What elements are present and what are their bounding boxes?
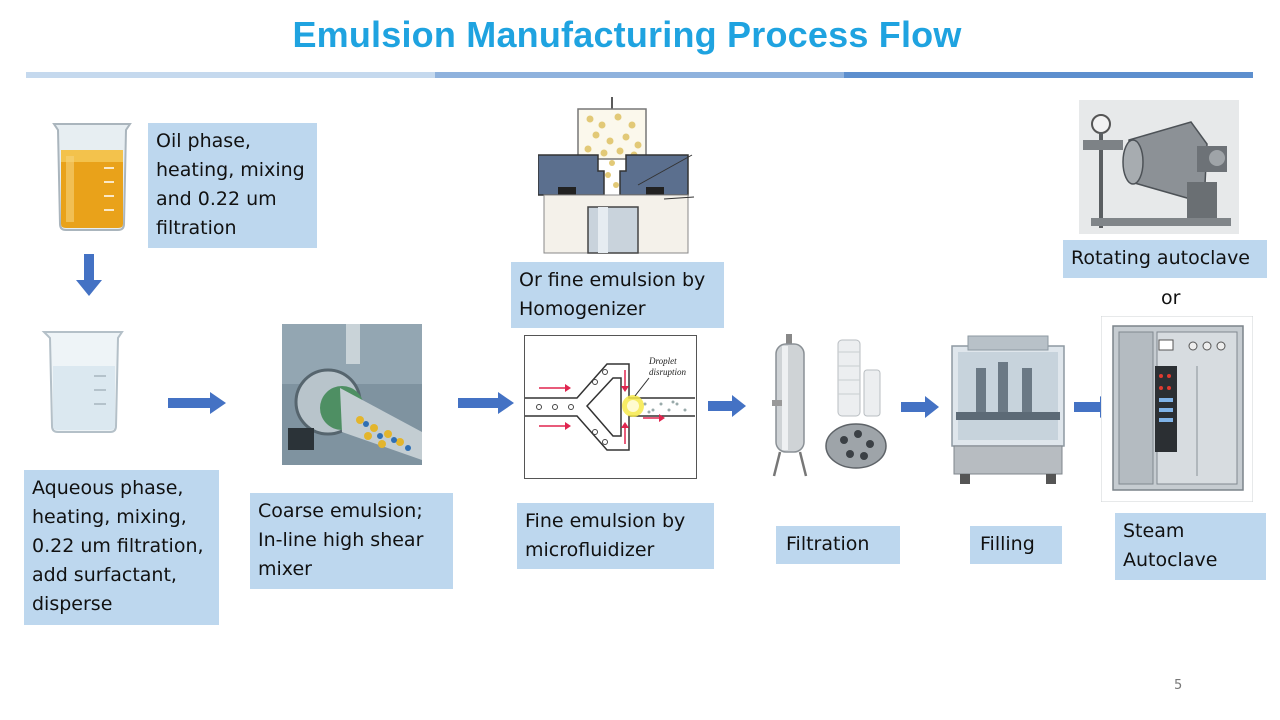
steam-autoclave-box: Steam Autoclave	[1115, 513, 1266, 580]
aqueous-phase-box: Aqueous phase, heating, mixing, 0.22 um …	[24, 470, 219, 625]
title-rule-left	[26, 72, 435, 78]
oil-line-1: Oil phase,	[156, 130, 251, 152]
title-rule-right	[844, 72, 1253, 78]
arrow-right-icon	[901, 396, 939, 418]
filter-housing-image	[772, 334, 887, 477]
filtration-label: Filtration	[786, 533, 870, 555]
rotating-autoclave-box: Rotating autoclave	[1063, 240, 1267, 278]
arrow-right-icon	[458, 392, 514, 414]
rotating-autoclave-label: Rotating autoclave	[1071, 247, 1250, 269]
coarse-emulsion-box: Coarse emulsion; In-line high shear mixe…	[250, 493, 453, 589]
arrow-down-icon	[76, 254, 102, 296]
or-label: or	[1161, 287, 1181, 309]
coarse-line-1: Coarse emulsion;	[258, 500, 423, 522]
homogenizer-line-1: Or fine emulsion by	[519, 269, 706, 291]
oil-phase-box: Oil phase, heating, mixing and 0.22 um f…	[148, 123, 317, 248]
filling-box: Filling	[970, 526, 1062, 564]
microfluidizer-image: Droplet disruption	[524, 335, 697, 479]
page-title: Emulsion Manufacturing Process Flow	[292, 14, 962, 55]
steam-autoclave-line-2: Autoclave	[1123, 549, 1218, 571]
aqueous-line-4: add surfactant,	[32, 564, 177, 586]
rotating-autoclave-image	[1079, 100, 1239, 234]
aqueous-beaker-image	[41, 331, 124, 433]
filling-label: Filling	[980, 533, 1035, 555]
homogenizer-box: Or fine emulsion by Homogenizer	[511, 262, 724, 328]
coarse-line-3: mixer	[258, 558, 312, 580]
oil-line-3: and 0.22 um	[156, 188, 277, 210]
homogenizer-line-2: Homogenizer	[519, 298, 646, 320]
arrow-right-icon	[708, 395, 746, 417]
filling-machine-image	[951, 335, 1065, 484]
page-number: 5	[1174, 678, 1183, 693]
coarse-line-2: In-line high shear	[258, 529, 424, 551]
aqueous-line-3: 0.22 um filtration,	[32, 535, 204, 557]
microfluidizer-label: Droplet disruption	[649, 356, 686, 378]
oil-line-2: heating, mixing	[156, 159, 305, 181]
aqueous-line-2: heating, mixing,	[32, 506, 187, 528]
oil-beaker-image	[52, 123, 132, 231]
steam-autoclave-image	[1101, 316, 1253, 502]
title-rule-middle	[435, 72, 844, 78]
microfluidizer-box: Fine emulsion by microfluidizer	[517, 503, 714, 569]
arrow-right-icon	[168, 392, 226, 414]
filtration-box: Filtration	[776, 526, 900, 564]
oil-line-4: filtration	[156, 217, 237, 239]
homogenizer-image	[538, 97, 695, 254]
high-shear-mixer-image	[282, 324, 422, 465]
microfluidizer-label-line-2: disruption	[649, 367, 687, 377]
microfluidizer-line-2: microfluidizer	[525, 539, 655, 561]
microfluidizer-label-line-1: Droplet	[649, 356, 677, 366]
steam-autoclave-line-1: Steam	[1123, 520, 1185, 542]
microfluidizer-line-1: Fine emulsion by	[525, 510, 686, 532]
aqueous-line-5: disperse	[32, 593, 113, 615]
aqueous-line-1: Aqueous phase,	[32, 477, 184, 499]
